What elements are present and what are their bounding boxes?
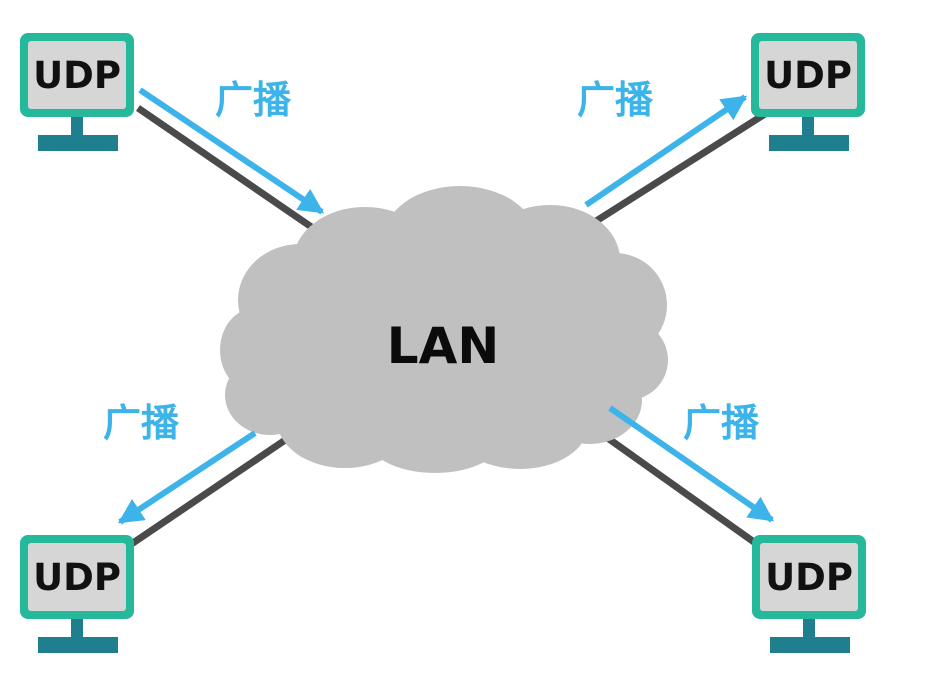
computer-bottom-left: UDP xyxy=(20,535,134,653)
cable-top-right xyxy=(580,111,767,233)
lan-label: LAN xyxy=(387,317,499,375)
computer-label: UDP xyxy=(33,54,121,97)
monitor-neck xyxy=(803,619,815,637)
computer-label: UDP xyxy=(33,556,121,599)
monitor-screen xyxy=(760,543,858,611)
monitor-screen xyxy=(28,41,126,109)
computer-top-left: UDP xyxy=(20,33,134,151)
broadcast-arrows xyxy=(117,87,775,525)
monitor-screen xyxy=(759,41,857,109)
computer-label: UDP xyxy=(764,54,852,97)
monitor-neck xyxy=(71,117,83,135)
broadcast-labels: 广播 广播 广播 广播 xyxy=(103,78,760,445)
broadcast-label-bottom-right: 广播 xyxy=(683,401,760,445)
monitor-neck xyxy=(802,117,814,135)
lan-cloud: LAN xyxy=(220,186,668,473)
broadcast-label-bottom-left: 广播 xyxy=(103,401,180,445)
broadcast-label-top-left: 广播 xyxy=(215,78,292,122)
computer-label: UDP xyxy=(765,556,853,599)
broadcast-arrow-top-left xyxy=(138,87,325,215)
broadcast-arrow-bottom-right xyxy=(608,405,775,523)
cable-bottom-right xyxy=(582,419,771,555)
monitor-screen xyxy=(28,543,126,611)
broadcast-arrow-bottom-left xyxy=(117,430,257,525)
computer-top-right: UDP xyxy=(751,33,865,151)
cable-bottom-left xyxy=(128,427,302,548)
broadcast-label-top-right: 广播 xyxy=(577,78,654,122)
monitor-base xyxy=(38,135,118,151)
monitor-base xyxy=(38,637,118,653)
monitor-neck xyxy=(71,619,83,637)
monitor-base xyxy=(770,637,850,653)
monitor-base xyxy=(769,135,849,151)
broadcast-arrow-top-right xyxy=(584,94,748,208)
computer-bottom-right: UDP xyxy=(752,535,866,653)
